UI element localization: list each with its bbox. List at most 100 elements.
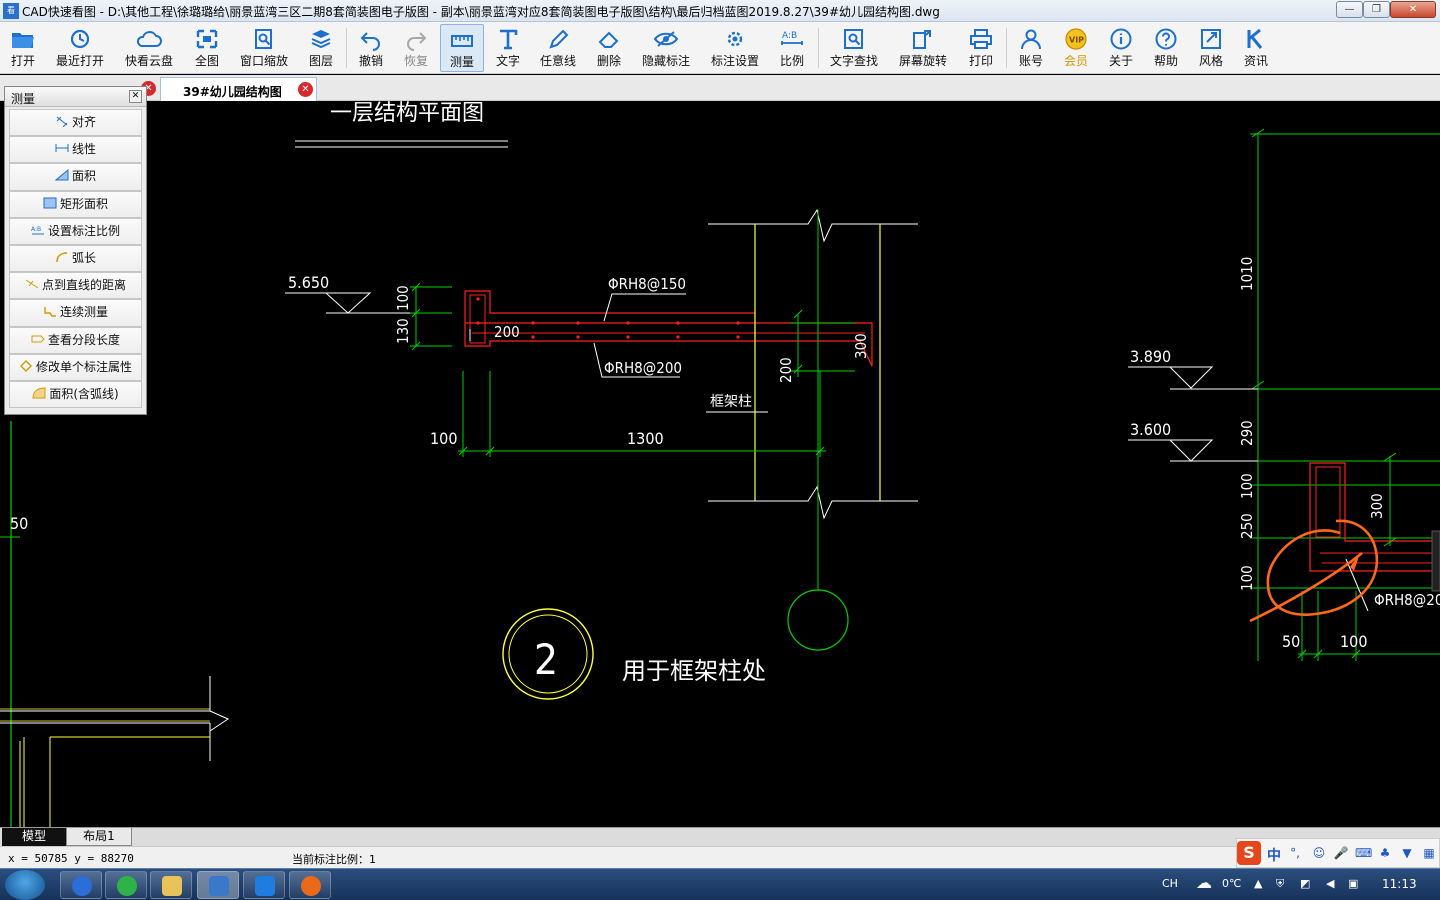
layers-button[interactable]: 图层 (302, 24, 340, 72)
cursor-coordinates: x = 50785 y = 88270 (8, 852, 134, 865)
language-indicator[interactable]: CH (1162, 877, 1178, 890)
taskbar-cad-viewer[interactable] (197, 871, 239, 899)
toolbar-separator (1006, 28, 1007, 68)
taskbar-text-app[interactable] (243, 871, 285, 899)
window-title: CAD快速看图 - D:\其他工程\徐璐璐给\丽景蓝湾三区二期8套简装图电子版图… (22, 5, 940, 19)
pen-icon (549, 29, 569, 49)
measure-segment-length-button[interactable]: 查看分段长度 (9, 326, 142, 354)
dim-label: 1010 (1238, 257, 1256, 291)
arc-length-icon (56, 252, 68, 262)
vip-button[interactable]: VIP 会员 (1057, 24, 1095, 72)
taskbar-chrome[interactable] (60, 871, 102, 899)
scale-button[interactable]: A:B 比例 (773, 24, 811, 72)
cad-drawing-canvas[interactable]: 50 一层结构平面图 5.650 100 13 (0, 101, 1440, 827)
punctuation-icon[interactable]: °, (1290, 846, 1300, 860)
measure-continuous-button[interactable]: 连续测量 (9, 299, 142, 327)
freehand-line-button[interactable]: 任意线 (535, 24, 581, 72)
drawing-title-partial: 一层结构平面图 (330, 101, 484, 126)
document-tab[interactable]: 39#幼儿园结构图 ✕ (160, 77, 317, 101)
annotation-settings-button[interactable]: 标注设置 (707, 24, 763, 72)
account-button[interactable]: 账号 (1012, 24, 1050, 72)
dim-label: 250 (1238, 513, 1256, 539)
volume-icon[interactable]: ◀ (1326, 877, 1335, 890)
fit-all-button[interactable]: 全图 (188, 24, 226, 72)
print-button[interactable]: 打印 (962, 24, 1000, 72)
help-icon (1155, 28, 1177, 50)
microphone-icon[interactable]: 🎤 (1333, 846, 1349, 860)
scale-icon: A:B (781, 31, 803, 45)
measure-arc-area-button[interactable]: 面积(含弧线) (9, 380, 142, 409)
info-icon (1110, 28, 1132, 50)
tab-layout1[interactable]: 布局1 (66, 828, 132, 846)
toolbox-icon[interactable]: ▦ (1423, 846, 1435, 860)
recent-open-button[interactable]: 最近打开 (52, 24, 108, 72)
cad-app-icon[interactable]: 看 (3, 3, 19, 19)
taskbar-wechat[interactable] (105, 871, 147, 899)
weather-temperature[interactable]: 0℃ (1222, 877, 1242, 890)
start-button[interactable] (5, 870, 45, 900)
keyboard-icon[interactable]: ⌨ (1355, 846, 1373, 860)
cad-app-icon (209, 876, 229, 896)
measure-linear-button[interactable]: 线性 (9, 136, 142, 164)
measure-aligned-button[interactable]: 对齐 (9, 109, 142, 137)
cad-drawing: 50 一层结构平面图 5.650 100 13 (0, 101, 1440, 827)
network-icon[interactable]: ◩ (1300, 877, 1311, 890)
clock[interactable]: 11:13 (1382, 877, 1417, 891)
tray-expand-icon[interactable]: ▲ (1254, 877, 1263, 890)
about-button[interactable]: 关于 (1102, 24, 1140, 72)
dim-label: 100 (430, 429, 457, 448)
close-window-button[interactable]: ✕ (1390, 1, 1436, 18)
close-tab-icon[interactable]: ✕ (298, 82, 313, 97)
ime-toolbar[interactable]: S 中 °, ☺ 🎤 ⌨ ♣ ▼ ▦ (1236, 838, 1440, 868)
sogou-logo-icon[interactable]: S (1237, 841, 1261, 865)
measure-rect-area-button[interactable]: 矩形面积 (9, 190, 142, 218)
point-line-distance-icon (25, 279, 39, 289)
hide-annotation-button[interactable]: 隐藏标注 (638, 24, 694, 72)
delete-button[interactable]: 删除 (590, 24, 628, 72)
undo-button[interactable]: 撤销 (352, 24, 390, 72)
measure-area-button[interactable]: 面积 (9, 163, 142, 191)
tab-model[interactable]: 模型 (2, 828, 66, 846)
action-center-icon[interactable]: ▣ (1348, 877, 1359, 890)
skin-icon[interactable]: ♣ (1379, 846, 1391, 860)
toolbar-separator (346, 28, 347, 68)
taskbar-media[interactable] (289, 871, 331, 899)
dim-label: 290 (1238, 420, 1256, 446)
measure-arc-length-button[interactable]: 弧长 (9, 244, 142, 273)
measure-panel-header[interactable]: 测量 ✕ (5, 87, 146, 107)
elevation-label: 3.890 (1130, 347, 1171, 366)
open-button[interactable]: 打开 (4, 24, 42, 72)
user-icon (1021, 29, 1041, 50)
text-button[interactable]: 文字 (489, 24, 527, 72)
measure-edit-dim-button[interactable]: 修改单个标注属性 (9, 353, 142, 381)
svg-text:A:B: A:B (31, 226, 41, 233)
title-bar: 看 CAD快速看图 - D:\其他工程\徐璐璐给\丽景蓝湾三区二期8套简装图电子… (0, 0, 1440, 22)
cloud-disk-button[interactable]: 快看云盘 (121, 24, 177, 72)
linear-dim-icon (55, 144, 69, 153)
help-button[interactable]: 帮助 (1147, 24, 1185, 72)
redo-button[interactable]: 恢复 (397, 24, 435, 72)
document-tab-bar: 39#幼儿园结构图 ✕ (0, 75, 1440, 101)
measure-button[interactable]: 测量 (440, 24, 484, 72)
close-panel-icon[interactable]: ✕ (129, 90, 142, 103)
ime-mode[interactable]: 中 (1267, 848, 1281, 864)
weather-icon[interactable]: ☁ (1196, 873, 1212, 892)
text-search-button[interactable]: 文字查找 (826, 24, 882, 72)
taskbar-explorer[interactable] (150, 871, 192, 899)
measure-point-line-button[interactable]: 点到直线的距离 (9, 272, 142, 300)
news-button[interactable]: 资讯 (1237, 24, 1275, 72)
dim-label: 300 (852, 333, 870, 359)
detail-number: 2 (534, 635, 558, 684)
emoji-icon[interactable]: ☺ (1312, 846, 1326, 860)
security-shield-icon[interactable]: ⛨ (1276, 877, 1285, 890)
style-button[interactable]: 风格 (1192, 24, 1230, 72)
window-zoom-button[interactable]: 窗口缩放 (236, 24, 292, 72)
maximize-button[interactable]: ❐ (1363, 1, 1390, 18)
redo-icon (407, 32, 427, 51)
left-edge-dim: 50 (10, 514, 28, 533)
shirt-icon[interactable]: ▼ (1402, 846, 1412, 860)
rotate-screen-button[interactable]: 屏幕旋转 (895, 24, 951, 72)
fit-all-icon (196, 29, 218, 49)
minimize-button[interactable]: — (1336, 1, 1363, 18)
